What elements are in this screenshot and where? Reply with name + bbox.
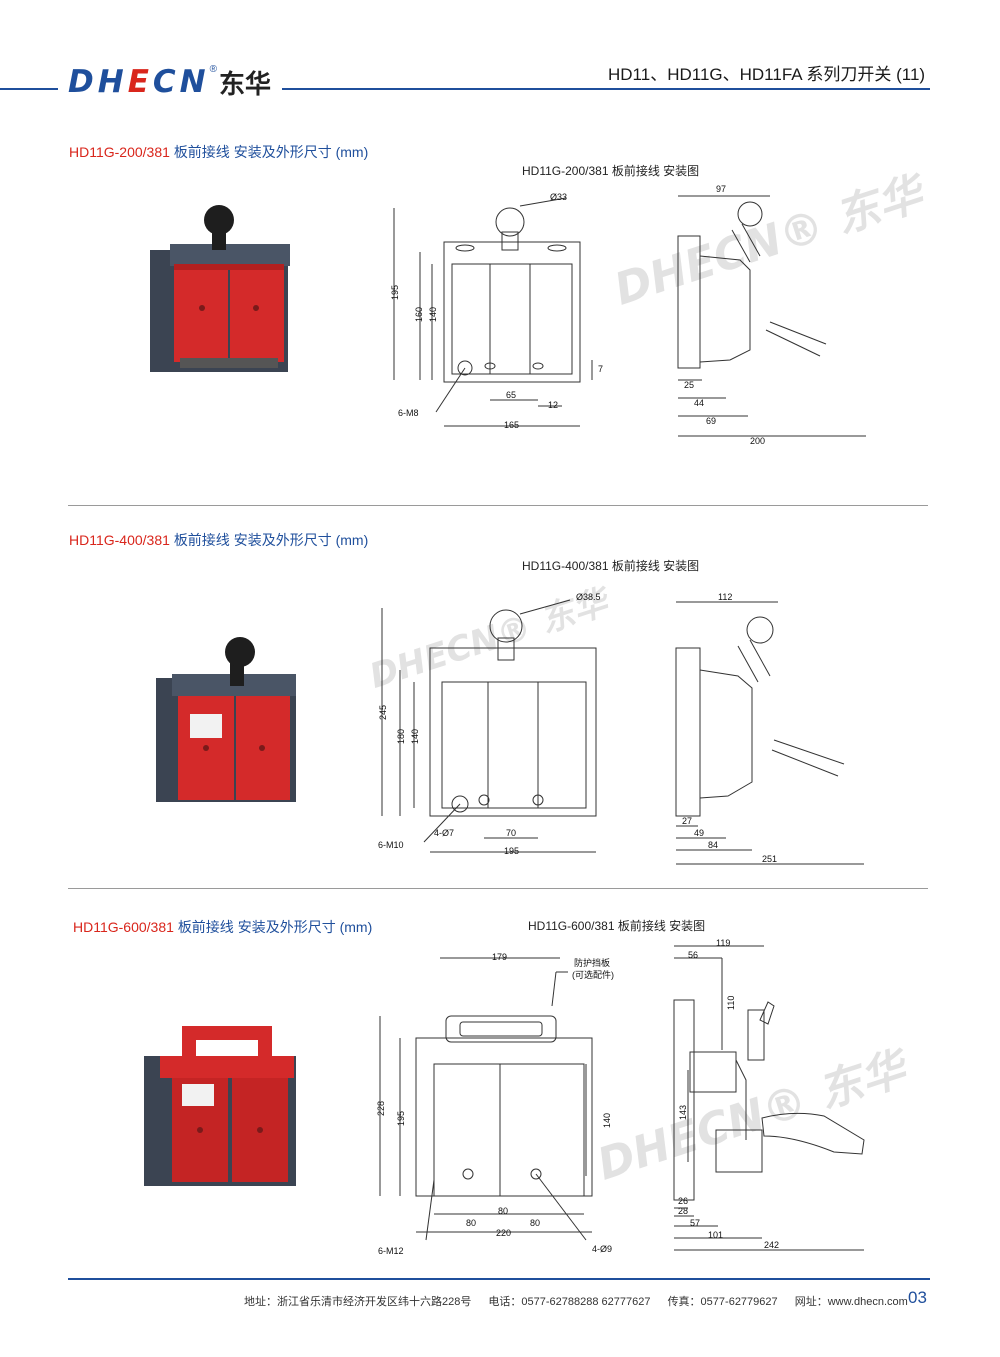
dim-text: 112 — [718, 592, 732, 602]
footer-fax: 传真：0577-62779627 — [667, 1296, 778, 1308]
brand-logo: DHECN ® 东华 — [68, 62, 271, 102]
dim-text: 防护挡板 — [574, 957, 610, 968]
dim-text: 165 — [504, 420, 519, 430]
dim-text: 4-Ø9 — [592, 1244, 612, 1254]
drawing-label: HD11G-400/381 板前接线 安装图 — [522, 559, 700, 573]
dim-text: 69 — [706, 416, 716, 426]
dim-text: (可选配件) — [572, 969, 614, 980]
logo-wordmark: DHECN — [68, 64, 210, 100]
dim-text: 80 — [498, 1206, 508, 1216]
section-title: HD11G-400/381 板前接线 安装及外形尺寸 (mm) — [69, 532, 369, 548]
dim-text: 143 — [678, 1105, 688, 1120]
dim-text: 180 — [396, 729, 406, 744]
dim-text: 119 — [716, 938, 730, 948]
dim-text: 101 — [708, 1230, 723, 1240]
dim-text: 4-Ø7 — [434, 828, 454, 838]
section-divider — [68, 888, 928, 889]
registered-mark: ® — [209, 64, 217, 75]
dim-text: Ø38.5 — [576, 592, 601, 602]
drawing-label: HD11G-600/381 板前接线 安装图 — [528, 919, 706, 933]
dim-text: 7 — [598, 364, 603, 374]
dim-text: 179 — [492, 952, 507, 962]
drawing-label: HD11G-200/381 板前接线 安装图 — [522, 164, 700, 178]
front-drawing-600: 179 防护挡板 (可选配件) 228 195 140 80 80 80 220… — [376, 952, 614, 1256]
logo-chinese: 东华 — [218, 69, 271, 100]
dim-text: 57 — [690, 1218, 700, 1228]
footer-website: 网址：www.dhecn.com — [794, 1296, 908, 1308]
dim-text: 26 — [678, 1196, 688, 1206]
dim-text: 97 — [716, 184, 726, 194]
dim-text: 251 — [762, 854, 777, 864]
footer-contact: 地址：浙江省乐清市经济开发区纬十六路228号 电话：0577-62788288 … — [244, 1293, 922, 1309]
dim-text: 6-M10 — [378, 840, 404, 850]
dim-text: 12 — [548, 400, 558, 410]
page-number: 03 — [908, 1288, 927, 1307]
dim-text: 84 — [708, 840, 718, 850]
product-photo-200 — [150, 205, 290, 372]
dim-text: 228 — [376, 1101, 386, 1116]
dim-text: 28 — [678, 1206, 688, 1216]
footer-address: 地址：浙江省乐清市经济开发区纬十六路228号 — [244, 1296, 472, 1308]
side-drawing-400: 112 27 49 84 251 — [675, 592, 864, 865]
dim-text: 195 — [504, 846, 519, 856]
dim-text: 80 — [530, 1218, 540, 1228]
side-drawing-200: 97 25 44 69 200 — [677, 184, 866, 446]
dim-text: 44 — [694, 398, 704, 408]
product-photo-400 — [156, 637, 296, 802]
footer-rule — [68, 1278, 930, 1280]
header-rule-right — [282, 88, 930, 90]
dim-text: 195 — [390, 285, 400, 300]
dim-text: 70 — [506, 828, 516, 838]
front-drawing-400: Ø38.5 245 180 140 4-Ø7 70 195 6-M10 — [378, 592, 601, 856]
side-drawing-600: 119 56 110 143 26 28 57 101 242 — [673, 938, 865, 1251]
dim-text: 140 — [602, 1113, 612, 1128]
dim-text: 220 — [496, 1228, 511, 1238]
dim-text: 242 — [764, 1240, 779, 1250]
dim-text: 160 — [414, 307, 424, 322]
dim-text: 140 — [410, 729, 420, 744]
dim-text: 25 — [684, 380, 694, 390]
dim-text: 65 — [506, 390, 516, 400]
page-title: HD11、HD11G、HD11FA 系列刀开关 (11) — [608, 65, 926, 84]
dim-text: 6-M12 — [378, 1246, 404, 1256]
dim-text: 245 — [378, 705, 388, 720]
header-rule-left — [0, 88, 58, 90]
front-drawing-200: Ø33 195 160 140 7 65 12 165 6-M8 — [390, 192, 603, 430]
dim-text: 140 — [428, 307, 438, 322]
dim-text: 195 — [396, 1111, 406, 1126]
dim-text: 110 — [726, 996, 736, 1010]
dim-text: 56 — [688, 950, 698, 960]
product-photo-600 — [144, 1026, 296, 1186]
section-title: HD11G-200/381 板前接线 安装及外形尺寸 (mm) — [69, 144, 369, 160]
footer-phone: 电话：0577-62788288 62777627 — [488, 1296, 651, 1308]
dim-text: 80 — [466, 1218, 476, 1228]
dim-text: 200 — [750, 436, 765, 446]
dim-text: 49 — [694, 828, 704, 838]
section-divider — [68, 505, 928, 506]
section-title: HD11G-600/381 板前接线 安装及外形尺寸 (mm) — [73, 919, 373, 935]
dim-text: 6-M8 — [398, 408, 419, 418]
dim-text: 27 — [682, 816, 692, 826]
dim-text: Ø33 — [550, 192, 567, 202]
